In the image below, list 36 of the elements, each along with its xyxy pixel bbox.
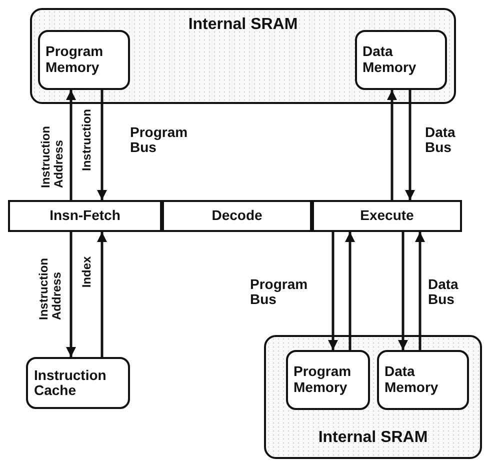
pipeline-stage [162,200,312,232]
memory-box [376,350,468,410]
arrow [387,90,397,200]
arrow [398,232,408,350]
pipeline-stage [8,200,162,232]
edge-label: Index [80,256,94,288]
pipeline-stage [312,200,462,232]
arrow [415,232,425,350]
memory-region [30,8,456,104]
arrow [328,232,338,350]
arrow [97,90,107,200]
arrow [405,90,415,200]
memory-box [26,357,130,409]
arrow [66,90,76,200]
bus-label: Data Bus [428,277,458,308]
edge-label: Instruction [80,109,94,171]
arrow [345,232,355,350]
node-label: Execute [360,208,414,224]
node-label: Program Memory [294,364,352,395]
bus-label: Data Bus [425,125,456,156]
bus-label: Program Bus [130,125,188,156]
node-label: Insn-Fetch [50,208,120,224]
node-label: Data Memory [384,364,440,395]
arrow [66,232,76,357]
memory-box [38,30,130,90]
node-label: Data Memory [362,44,418,75]
memory-box [354,30,446,90]
node-label: Program Memory [46,44,104,75]
memory-region [264,335,482,459]
bus-label: Program Bus [250,277,308,308]
arrow [97,232,107,357]
node-label: Decode [212,208,262,224]
region-title: Internal SRAM [188,16,298,34]
memory-box [286,350,370,410]
node-label: Instruction Cache [34,368,108,398]
region-title: Internal SRAM [318,429,428,447]
